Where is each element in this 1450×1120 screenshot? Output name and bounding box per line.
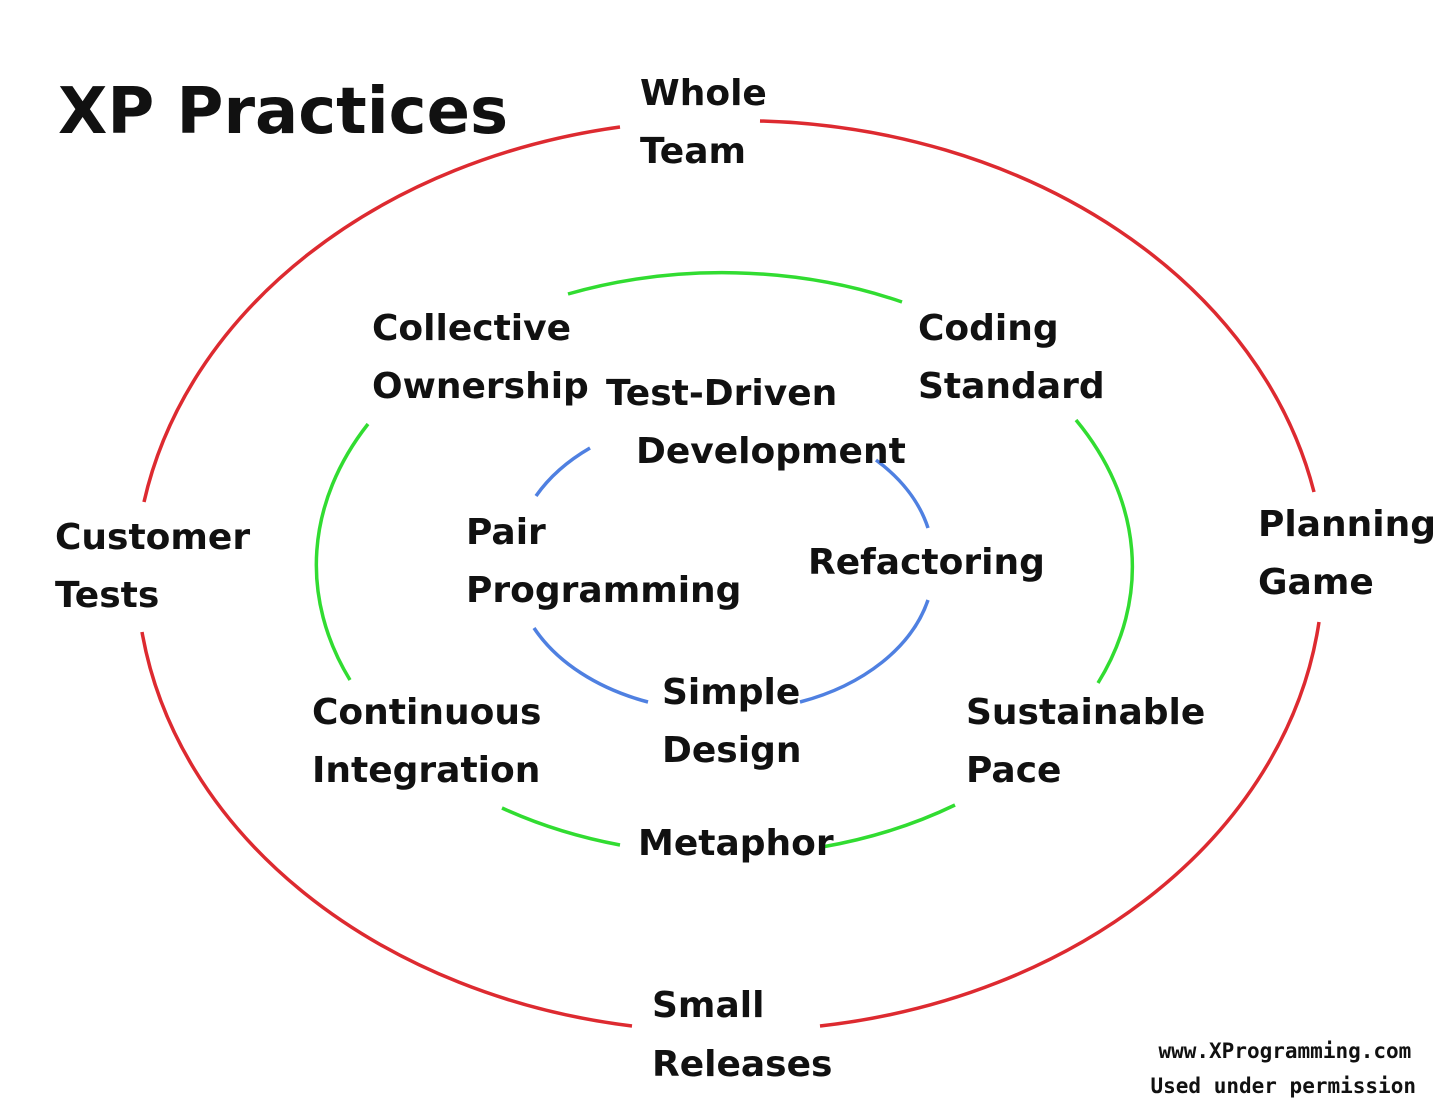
- middle-ring-arc-left: [314, 422, 370, 681]
- outer-ring-arc-bottom-left: [140, 631, 633, 1028]
- diagram-title: XP Practices: [58, 75, 508, 149]
- practice-planning-game-line-1: Planning: [1258, 504, 1436, 545]
- practice-metaphor: Metaphor: [638, 823, 834, 864]
- practice-simple-design-line-1: Simple: [662, 672, 800, 713]
- practice-coding-standard-line-2: Standard: [918, 366, 1105, 407]
- practice-planning-game-line-2: Game: [1258, 562, 1374, 603]
- middle-ring-arc-bottom-right: [821, 803, 956, 849]
- practice-collective-ownership-line-2: Ownership: [372, 366, 589, 407]
- practice-sustainable-pace-line-1: Sustainable: [966, 692, 1205, 733]
- outer-ring-arc-top-left: [142, 125, 621, 503]
- practice-customer-tests-line-1: Customer: [55, 517, 250, 558]
- practice-pair-programming-line-1: Pair: [466, 512, 546, 553]
- practice-whole-team-line-2: Team: [640, 131, 746, 172]
- credit-line-1: www.XProgramming.com: [1158, 1039, 1411, 1063]
- practice-refactoring-line-1: Refactoring: [808, 542, 1045, 583]
- inner-ring-arc-bottom-left: [532, 627, 649, 704]
- practice-metaphor-line-1: Metaphor: [638, 823, 834, 864]
- inner-ring-arc-right-bottom: [799, 599, 930, 704]
- outer-ring-red: [140, 119, 1321, 1028]
- practice-whole-team: Whole Team: [640, 73, 779, 172]
- practice-continuous-integration-line-2: Integration: [312, 750, 540, 791]
- practice-test-driven-development-line-2: Development: [636, 431, 906, 472]
- middle-ring-green: [314, 270, 1135, 849]
- practice-sustainable-pace-line-2: Pace: [966, 750, 1061, 791]
- middle-ring-arc-top: [567, 270, 903, 304]
- practice-collective-ownership: Collective Ownership: [372, 308, 589, 407]
- practice-small-releases: Small Releases: [652, 985, 832, 1085]
- practice-test-driven-development-line-1: Test-Driven: [606, 373, 837, 414]
- practice-customer-tests: Customer Tests: [55, 517, 263, 616]
- middle-ring-arc-bottom-left: [501, 806, 621, 847]
- credit-line-2: Used under permission: [1150, 1074, 1416, 1098]
- practice-whole-team-line-1: Whole: [640, 73, 767, 114]
- inner-ring-arc-right-top: [874, 458, 930, 529]
- practice-small-releases-line-2: Releases: [652, 1044, 832, 1085]
- practice-test-driven-development: Test-Driven Development: [606, 373, 906, 472]
- credit-text: www.XProgramming.com Used under permissi…: [1150, 1039, 1424, 1098]
- practice-simple-design-line-2: Design: [662, 730, 801, 771]
- practice-coding-standard: Coding Standard: [918, 308, 1105, 407]
- outer-ring-arc-bottom-right: [819, 621, 1321, 1028]
- practice-customer-tests-line-2: Tests: [55, 575, 159, 616]
- practice-continuous-integration: Continuous Integration: [312, 692, 554, 791]
- practice-coding-standard-line-1: Coding: [918, 308, 1059, 349]
- practice-planning-game: Planning Game: [1258, 504, 1449, 603]
- practice-collective-ownership-line-1: Collective: [372, 308, 571, 349]
- practice-sustainable-pace: Sustainable Pace: [966, 692, 1218, 791]
- practice-small-releases-line-1: Small: [652, 985, 764, 1026]
- practice-simple-design: Simple Design: [662, 672, 813, 771]
- middle-ring-arc-right: [1074, 418, 1135, 684]
- practice-refactoring: Refactoring: [808, 542, 1045, 583]
- practice-pair-programming: Pair Programming: [466, 512, 741, 611]
- inner-ring-arc-left-top: [534, 446, 591, 498]
- practice-pair-programming-line-2: Programming: [466, 570, 741, 611]
- outer-ring-arc-top-right: [759, 119, 1316, 493]
- practice-continuous-integration-line-1: Continuous: [312, 692, 541, 733]
- inner-ring-blue: [532, 446, 930, 704]
